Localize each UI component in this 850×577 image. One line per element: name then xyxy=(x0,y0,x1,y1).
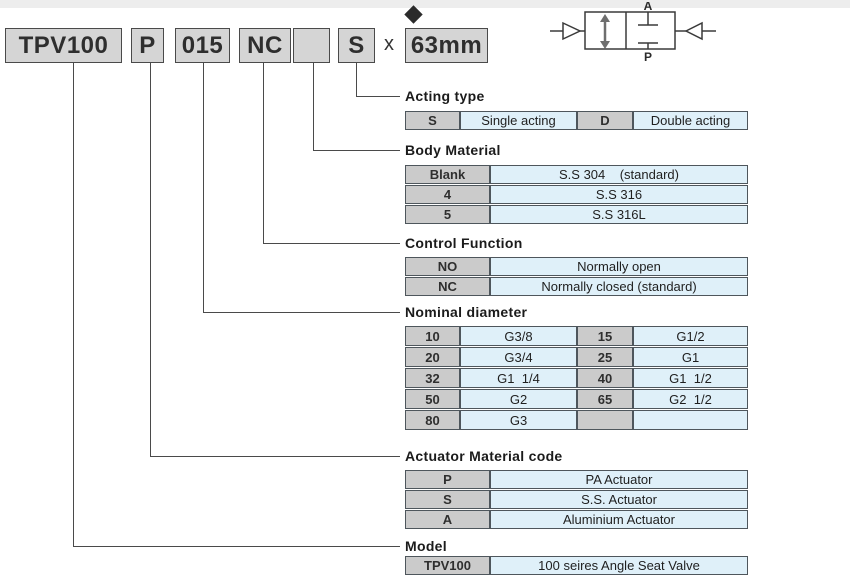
table-row: 80 G3 xyxy=(405,410,748,430)
code-box-size: 63mm xyxy=(405,28,488,63)
code-cell: 10 xyxy=(405,326,460,346)
connector-control xyxy=(263,63,400,244)
code-cell: S xyxy=(405,111,460,130)
value-cell: Aluminium Actuator xyxy=(490,510,748,529)
stroke-double-arrow-icon xyxy=(600,14,610,49)
code-box-actuator: P xyxy=(131,28,164,63)
top-strip xyxy=(0,0,850,8)
table-row: S S.S. Actuator xyxy=(405,490,748,509)
value-cell: G2 1/2 xyxy=(633,389,748,409)
value-cell: S.S 316L xyxy=(490,205,748,224)
valve-schematic-icon: A P xyxy=(550,2,716,64)
value-cell: S.S 304 (standard) xyxy=(490,165,748,184)
right-arrow-icon xyxy=(684,21,703,41)
multiply-sign: x xyxy=(384,33,394,55)
code-box-model: TPV100 xyxy=(5,28,122,63)
table-row: 50 G2 65 G2 1/2 xyxy=(405,389,748,409)
valve-body xyxy=(584,11,676,50)
value-cell: G1 1/2 xyxy=(633,368,748,388)
connector-acting xyxy=(356,63,400,97)
table-row: TPV100 100 seires Angle Seat Valve xyxy=(405,556,748,575)
port-p-label: P xyxy=(644,50,652,64)
code-cell: 5 xyxy=(405,205,490,224)
code-cell: 80 xyxy=(405,410,460,430)
code-cell: 20 xyxy=(405,347,460,367)
left-arrow-icon xyxy=(562,21,582,41)
code-cell: 25 xyxy=(577,347,633,367)
value-cell: Double acting xyxy=(633,111,748,130)
code-cell: 40 xyxy=(577,368,633,388)
value-cell: G1 xyxy=(633,347,748,367)
table-row: 20 G3/4 25 G1 xyxy=(405,347,748,367)
code-cell: 32 xyxy=(405,368,460,388)
code-cell: 50 xyxy=(405,389,460,409)
code-box-body xyxy=(293,28,330,63)
code-cell: 65 xyxy=(577,389,633,409)
code-cell: P xyxy=(405,470,490,489)
table-row: P PA Actuator xyxy=(405,470,748,489)
code-cell: A xyxy=(405,510,490,529)
table-row: 10 G3/8 15 G1/2 xyxy=(405,326,748,346)
value-cell: G1/2 xyxy=(633,326,748,346)
code-box-control: NC xyxy=(239,28,291,63)
table-row: NO Normally open xyxy=(405,257,748,276)
section-title-nominal-diameter: Nominal diameter xyxy=(405,304,528,320)
code-cell: 4 xyxy=(405,185,490,204)
body-material-table: Blank S.S 304 (standard) 4 S.S 316 5 S.S… xyxy=(405,164,748,225)
code-cell: 15 xyxy=(577,326,633,346)
port-a-label: A xyxy=(644,2,653,13)
control-function-table: NO Normally open NC Normally closed (sta… xyxy=(405,256,748,297)
value-cell: G2 xyxy=(460,389,577,409)
value-cell: G3 xyxy=(460,410,577,430)
value-cell xyxy=(633,410,748,430)
code-cell: NO xyxy=(405,257,490,276)
section-title-model: Model xyxy=(405,538,447,554)
value-cell: PA Actuator xyxy=(490,470,748,489)
section-title-actuator-material: Actuator Material code xyxy=(405,448,563,464)
actuator-material-table: P PA Actuator S S.S. Actuator A Aluminiu… xyxy=(405,469,748,530)
code-box-acting: S xyxy=(338,28,375,63)
table-row: S Single acting D Double acting xyxy=(405,111,748,130)
connector-model xyxy=(73,63,400,547)
table-row: 32 G1 1/4 40 G1 1/2 xyxy=(405,368,748,388)
value-cell: S.S 316 xyxy=(490,185,748,204)
code-box-diameter: 015 xyxy=(175,28,230,63)
value-cell: S.S. Actuator xyxy=(490,490,748,509)
value-cell: Single acting xyxy=(460,111,577,130)
section-title-control-function: Control Function xyxy=(405,235,523,251)
table-row: NC Normally closed (standard) xyxy=(405,277,748,296)
value-cell: G3/4 xyxy=(460,347,577,367)
table-row: A Aluminium Actuator xyxy=(405,510,748,529)
code-cell: TPV100 xyxy=(405,556,490,575)
table-row: 5 S.S 316L xyxy=(405,205,748,224)
value-cell: Normally open xyxy=(490,257,748,276)
code-cell: S xyxy=(405,490,490,509)
model-table: TPV100 100 seires Angle Seat Valve xyxy=(405,555,748,576)
diamond-icon xyxy=(404,5,423,24)
value-cell: Normally closed (standard) xyxy=(490,277,748,296)
connector-body xyxy=(313,63,400,151)
code-cell xyxy=(577,410,633,430)
section-title-body-material: Body Material xyxy=(405,142,501,158)
code-cell: D xyxy=(577,111,633,130)
table-row: Blank S.S 304 (standard) xyxy=(405,165,748,184)
section-title-acting-type: Acting type xyxy=(405,88,485,104)
nominal-diameter-table: 10 G3/8 15 G1/2 20 G3/4 25 G1 32 G1 1/4 … xyxy=(405,325,748,431)
value-cell: G1 1/4 xyxy=(460,368,577,388)
value-cell: G3/8 xyxy=(460,326,577,346)
acting-type-table: S Single acting D Double acting xyxy=(405,110,748,131)
connector-actuator xyxy=(150,63,400,457)
connector-diameter xyxy=(203,63,400,313)
table-row: 4 S.S 316 xyxy=(405,185,748,204)
code-cell: Blank xyxy=(405,165,490,184)
value-cell: 100 seires Angle Seat Valve xyxy=(490,556,748,575)
code-cell: NC xyxy=(405,277,490,296)
